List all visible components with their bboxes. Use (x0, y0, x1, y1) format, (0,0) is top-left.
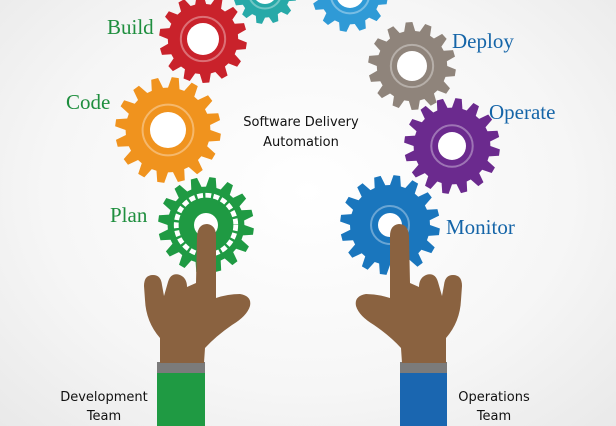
development-team-line-2: Team (86, 409, 121, 424)
monitor-gear-icon (340, 175, 440, 275)
operations-hand-icon (355, 224, 462, 426)
stage-label-monitor: Monitor (446, 215, 515, 239)
deploy-gear-icon (368, 22, 456, 110)
stage-label-plan: Plan (110, 203, 148, 227)
teal-gear-icon (234, 0, 296, 24)
center-title-line-2: Automation (263, 135, 339, 150)
operate-gear-icon (404, 98, 500, 194)
stage-label-operate: Operate (489, 100, 555, 124)
development-hand (144, 224, 251, 363)
stage-label-code: Code (66, 90, 110, 114)
development-hand-icon (144, 224, 251, 426)
build-gear-icon (159, 0, 247, 83)
development-team-line-1: Development (60, 390, 148, 405)
development-cuff (157, 362, 205, 373)
operations-sleeve (400, 371, 447, 426)
center-title-line-1: Software Delivery (243, 115, 359, 130)
stage-label-build: Build (107, 15, 154, 39)
development-sleeve (157, 371, 205, 426)
code-gear-icon (115, 77, 221, 183)
blue-gear-icon (313, 0, 388, 32)
operations-team-line-2: Team (476, 409, 511, 424)
operations-team-line-1: Operations (458, 390, 530, 405)
operations-hand (355, 224, 462, 363)
operations-cuff (400, 362, 447, 373)
stage-label-deploy: Deploy (452, 29, 514, 53)
